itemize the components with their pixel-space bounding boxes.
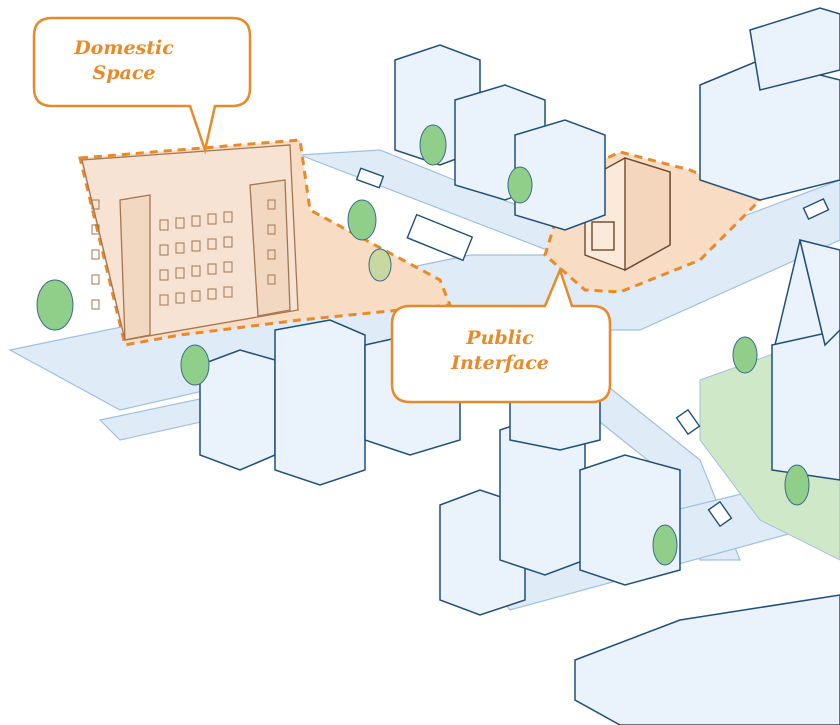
vehicles <box>355 167 830 528</box>
domestic-space-label-line2: Space <box>92 61 156 84</box>
corner-building <box>584 157 671 272</box>
domestic-space-label: Domestic Space <box>44 36 204 85</box>
public-interface-callout-bubble <box>390 266 612 404</box>
church <box>771 238 840 481</box>
public-interface-label: Public Interface <box>400 326 600 375</box>
public-interface-label-line1: Public <box>466 327 534 349</box>
public-interface-label-line2: Interface <box>451 351 549 374</box>
buildings-northeast <box>699 7 840 201</box>
trees <box>36 124 810 566</box>
domestic-space-callout-bubble <box>32 16 252 155</box>
apartment-windows <box>91 199 276 310</box>
rowhouses-west <box>199 319 461 486</box>
civic-building-south <box>574 594 840 725</box>
apartment-building <box>81 144 299 341</box>
domestic-space-label-line1: Domestic <box>74 37 174 59</box>
